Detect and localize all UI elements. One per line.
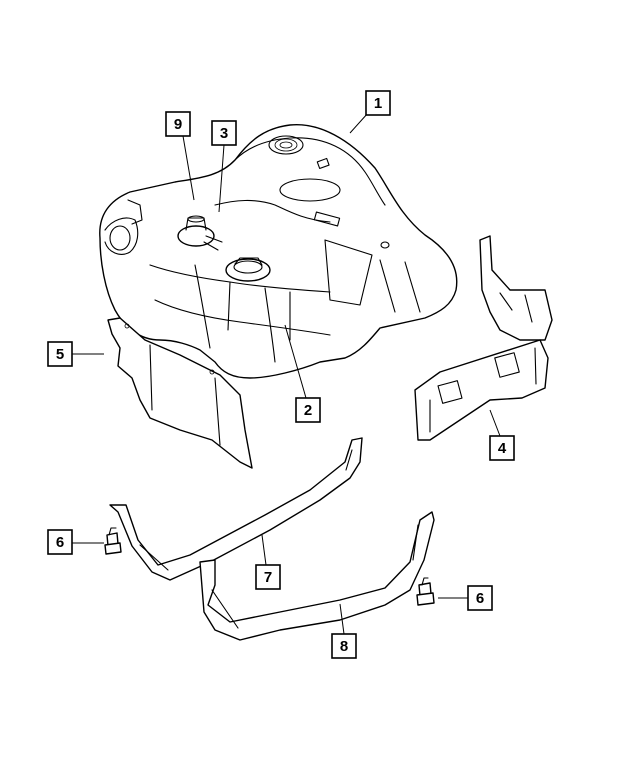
callout-5: 5 (47, 341, 73, 367)
svg-text:5: 5 (56, 346, 64, 363)
svg-text:8: 8 (340, 638, 348, 655)
vent-line (214, 199, 331, 223)
fuel-pump-module (225, 257, 271, 282)
svg-text:7: 7 (264, 569, 272, 586)
bolt-left (104, 527, 122, 555)
callout-8: 8 (331, 633, 357, 659)
svg-text:1: 1 (374, 95, 382, 112)
svg-text:2: 2 (304, 402, 312, 419)
fuel-tank (99, 123, 458, 379)
callout-2: 2 (295, 397, 321, 423)
svg-text:9: 9 (174, 116, 182, 133)
tank-strap-front (109, 437, 363, 581)
bolt-right (416, 577, 435, 606)
tank-strap-rear (199, 511, 435, 641)
callout-6-right: 6 (467, 585, 493, 611)
tank-fitting (177, 215, 223, 251)
callout-7: 7 (255, 564, 281, 590)
callout-4: 4 (489, 435, 515, 461)
svg-text:3: 3 (220, 125, 228, 142)
callout-9: 9 (165, 111, 191, 137)
svg-text:6: 6 (476, 590, 484, 607)
callout-3: 3 (211, 120, 237, 146)
heat-shield-right (414, 235, 553, 441)
callout-1: 1 (365, 90, 391, 116)
callout-6-left: 6 (47, 529, 73, 555)
svg-text:4: 4 (498, 440, 507, 457)
svg-text:6: 6 (56, 534, 64, 551)
heat-shield-left (107, 317, 253, 469)
